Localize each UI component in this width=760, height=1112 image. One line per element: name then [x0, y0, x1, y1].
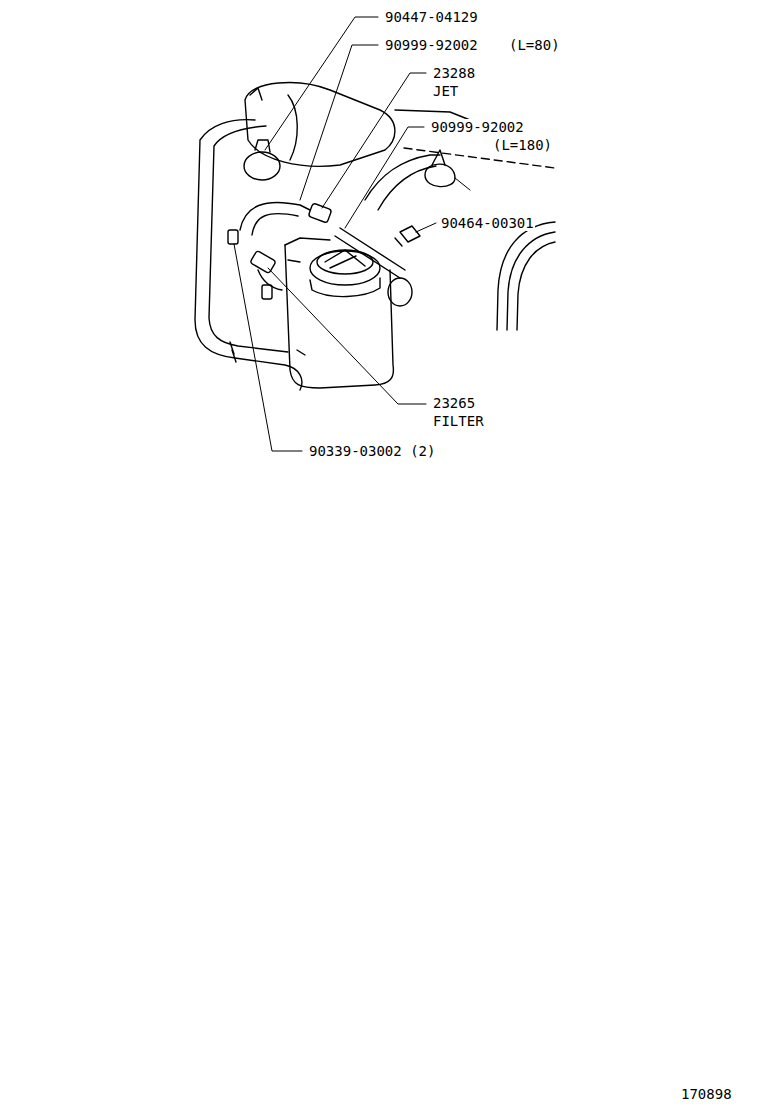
- leader-lines: [234, 17, 470, 451]
- part-number: 23288: [432, 65, 476, 81]
- hose-80: [252, 214, 298, 235]
- clamp: [395, 226, 420, 246]
- part-number: 90447-04129: [384, 9, 479, 25]
- cap-detail: [325, 250, 365, 268]
- body-panel: [497, 222, 555, 330]
- housing: [245, 83, 395, 167]
- leader-line: [322, 73, 426, 208]
- leader-line: [268, 268, 426, 404]
- part-name: JET: [432, 83, 459, 99]
- part-number: 90464-00301: [440, 215, 535, 231]
- side-valve: [388, 278, 412, 306]
- part-number: 23265: [432, 395, 476, 411]
- filter: [250, 250, 276, 273]
- leader-line: [455, 178, 470, 190]
- figure-number: 170898: [680, 1086, 733, 1102]
- hose-clamp: [230, 342, 236, 362]
- leader-line: [300, 45, 378, 200]
- leader-line: [265, 17, 378, 150]
- canister-cap: [310, 251, 380, 285]
- part-name: FILTER: [432, 413, 485, 429]
- leader-line: [345, 127, 424, 228]
- right-valve: [425, 164, 455, 187]
- part-number: 90999-92002: [430, 119, 525, 135]
- length-note: (L=180): [492, 137, 553, 153]
- length-note: (L=80): [508, 37, 561, 53]
- hose-80: [240, 202, 310, 230]
- hose-180: [335, 228, 405, 278]
- clip: [262, 285, 272, 299]
- valve: [244, 152, 280, 180]
- housing-detail: [250, 88, 262, 100]
- hose: [209, 126, 288, 352]
- canister-detail: [288, 260, 305, 355]
- part-number: 90339-03002 (2): [308, 443, 436, 459]
- canister: [285, 245, 393, 388]
- canister-cap: [317, 250, 373, 274]
- part-number: 90999-92002: [384, 37, 479, 53]
- leader-line: [234, 244, 302, 451]
- jet: [308, 203, 332, 223]
- canister-top: [285, 238, 330, 245]
- cap-base: [310, 278, 380, 297]
- clip: [228, 230, 238, 244]
- leader-line: [416, 223, 436, 232]
